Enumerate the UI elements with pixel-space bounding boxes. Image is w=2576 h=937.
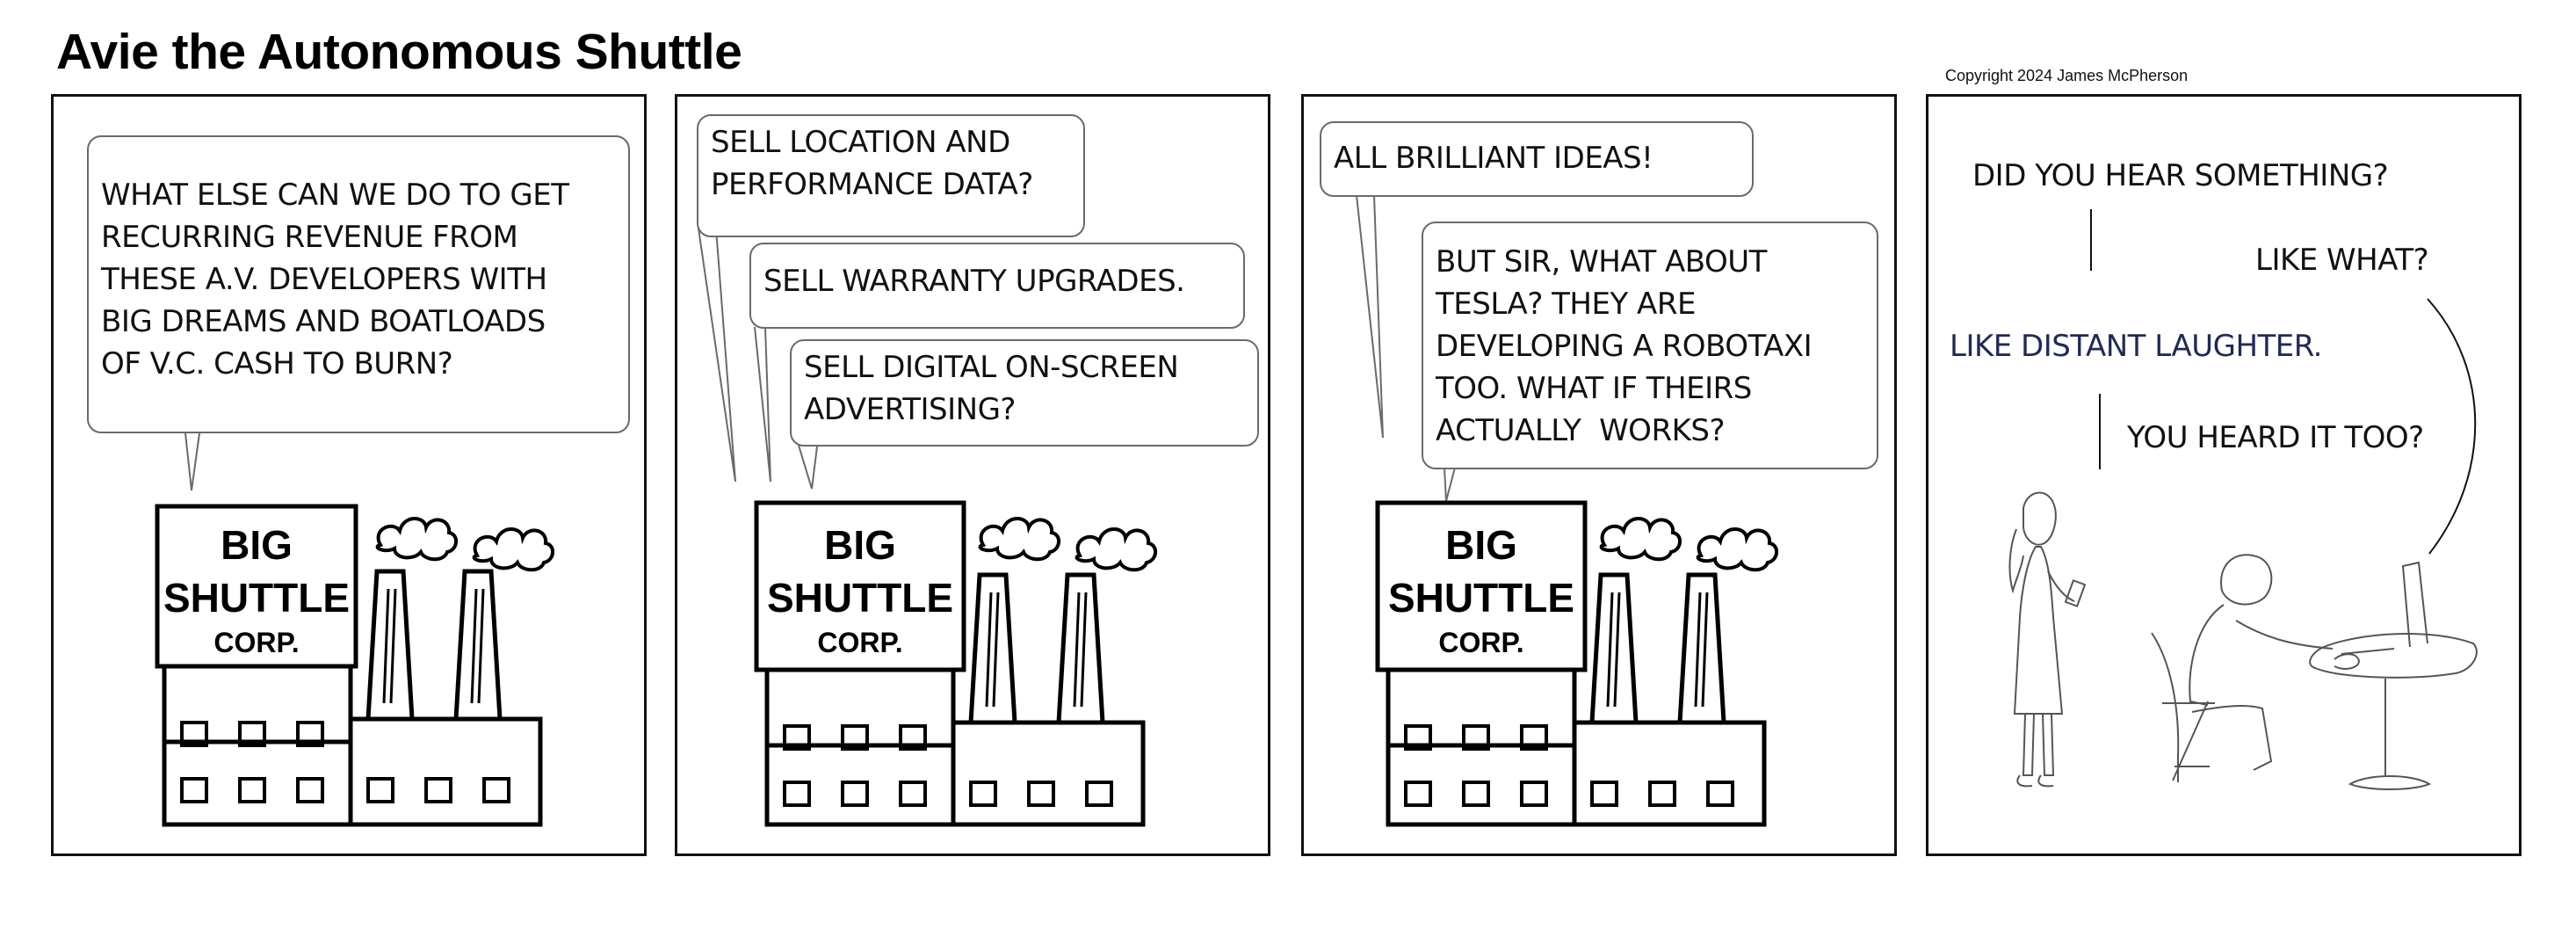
- speech-tails: [1356, 194, 1456, 502]
- factory-sign-line1: BIG: [221, 522, 293, 568]
- comic-title: Avie the Autonomous Shuttle: [56, 24, 742, 80]
- factory-sign-line2: SHUTTLE: [1388, 575, 1574, 621]
- factory-sign-line2: SHUTTLE: [767, 575, 953, 621]
- speech-tails: [698, 228, 819, 490]
- speech-bubble-worker: BUT SIR, WHAT ABOUT TESLA? THEY ARE DEVE…: [1422, 222, 1878, 469]
- dialogue-did-you-hear: DID YOU HEAR SOMETHING?: [1972, 158, 2389, 193]
- panel-2: SELL LOCATION AND PERFORMANCE DATA? SELL…: [675, 94, 1270, 856]
- standing-woman-figure: [2008, 491, 2087, 788]
- factory-sign-line1: BIG: [1445, 522, 1517, 568]
- speech-tail: [185, 432, 200, 491]
- dialogue-like-what: LIKE WHAT?: [2255, 243, 2429, 278]
- factory-sign-line1: BIG: [824, 522, 896, 568]
- dialogue-distant-laughter: LIKE DISTANT LAUGHTER.: [1950, 329, 2323, 364]
- panel-1: WHAT ELSE CAN WE DO TO GET RECURRING REV…: [51, 94, 647, 856]
- copyright-notice: Copyright 2024 James McPherson: [1945, 67, 2189, 84]
- panel-4: DID YOU HEAR SOMETHING? LIKE WHAT? LIKE …: [1926, 94, 2522, 856]
- speech-bubble-exec-3: SELL DIGITAL ON-SCREEN ADVERTISING?: [790, 339, 1259, 447]
- dialogue-heard-it-too: YOU HEARD IT TOO?: [2127, 420, 2424, 455]
- factory-illustration: BIG SHUTTLE CORP.: [754, 500, 1157, 827]
- factory-sign-line3: CORP.: [817, 627, 902, 658]
- speech-bubble-boss: WHAT ELSE CAN WE DO TO GET RECURRING REV…: [87, 135, 630, 433]
- speech-bubble-exec-1: SELL LOCATION AND PERFORMANCE DATA?: [697, 114, 1085, 237]
- factory-sign-line3: CORP.: [213, 627, 299, 658]
- factory-illustration: BIG SHUTTLE CORP.: [155, 504, 554, 827]
- factory-illustration: BIG SHUTTLE CORP.: [1375, 500, 1778, 827]
- speech-bubble-boss: ALL BRILLIANT IDEAS!: [1320, 121, 1754, 197]
- factory-sign-line3: CORP.: [1438, 627, 1523, 658]
- factory-sign-line2: SHUTTLE: [163, 575, 350, 621]
- office-scene-illustration: [2008, 209, 2478, 790]
- speech-bubble-exec-2: SELL WARRANTY UPGRADES.: [749, 243, 1245, 329]
- panel-3: ALL BRILLIANT IDEAS! BUT SIR, WHAT ABOUT…: [1301, 94, 1897, 856]
- seated-man-at-laptop-figure: [2151, 554, 2478, 790]
